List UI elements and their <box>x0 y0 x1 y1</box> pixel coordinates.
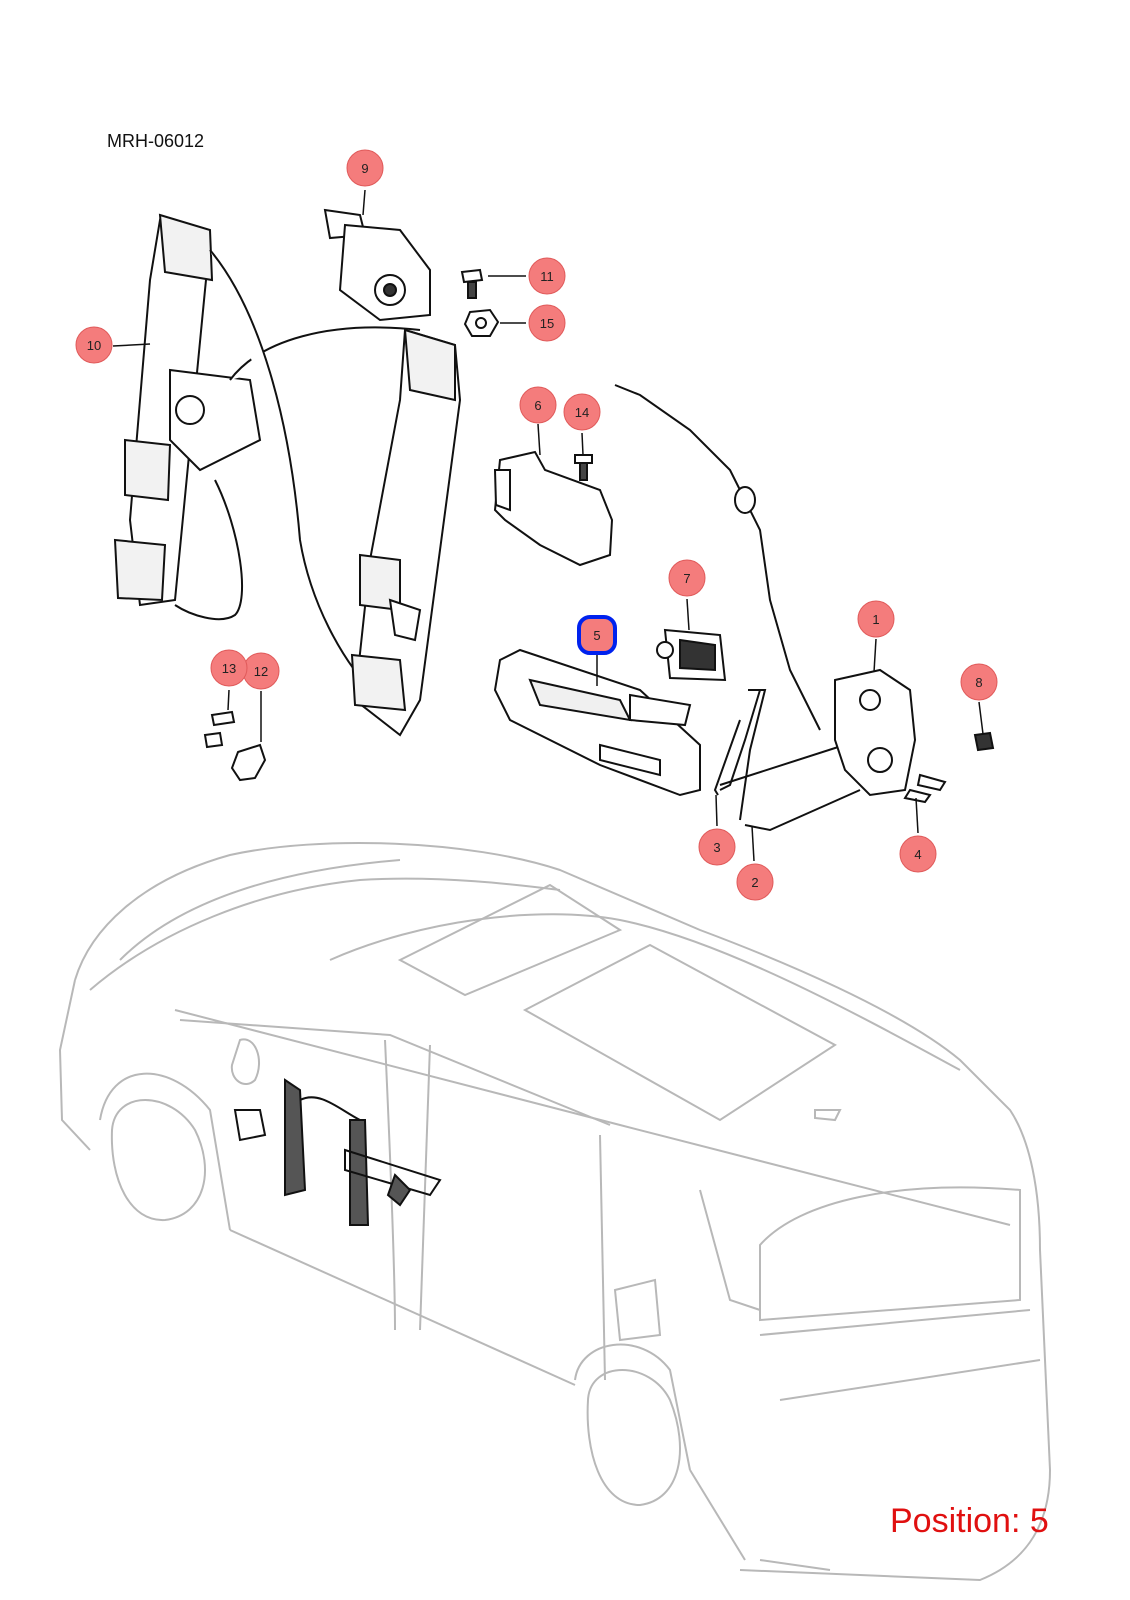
callout-bubble[interactable] <box>519 386 557 424</box>
position-label: Position: 5 <box>890 1502 1049 1540</box>
callout-number: 3 <box>713 840 720 855</box>
callout-number: 8 <box>975 675 982 690</box>
screw-14 <box>574 454 593 481</box>
callout-bubble[interactable] <box>899 835 937 873</box>
callout-number: 7 <box>683 571 690 586</box>
callout-7[interactable]: 7 <box>668 559 706 597</box>
door-handle-5 <box>493 648 701 797</box>
callout-5[interactable]: 5 <box>577 615 617 655</box>
callout-8[interactable]: 8 <box>960 663 998 701</box>
callout-number: 9 <box>361 161 368 176</box>
callout-10[interactable]: 10 <box>75 326 113 364</box>
callout-number: 2 <box>751 875 758 890</box>
callout-number: 11 <box>540 269 554 284</box>
callout-number: 4 <box>914 847 921 862</box>
callout-15[interactable]: 15 <box>528 304 566 342</box>
callout-11[interactable]: 11 <box>528 257 566 295</box>
bolt-11 <box>460 268 484 299</box>
callout-12[interactable]: 12 <box>242 652 280 690</box>
callout-number: 6 <box>534 398 541 413</box>
callout-bubble[interactable] <box>528 304 566 342</box>
callout-bubble[interactable] <box>210 649 248 687</box>
callout-bubble[interactable] <box>577 615 617 655</box>
callout-4[interactable]: 4 <box>899 835 937 873</box>
callout-9[interactable]: 9 <box>346 149 384 187</box>
callout-bubble[interactable] <box>563 393 601 431</box>
fasteners-12-13 <box>203 710 267 782</box>
callout-2[interactable]: 2 <box>736 863 774 901</box>
callout-6[interactable]: 6 <box>519 386 557 424</box>
callout-bubble[interactable] <box>698 828 736 866</box>
callout-number: 12 <box>254 664 268 679</box>
van-outline <box>58 842 1052 1582</box>
cap-8 <box>973 731 995 752</box>
callout-bubble[interactable] <box>960 663 998 701</box>
callout-bubble[interactable] <box>528 257 566 295</box>
callout-14[interactable]: 14 <box>563 393 601 431</box>
callout-3[interactable]: 3 <box>698 828 736 866</box>
nut-15 <box>463 308 500 337</box>
switch-7 <box>656 628 727 682</box>
callout-bubble[interactable] <box>668 559 706 597</box>
callout-bubble[interactable] <box>75 326 113 364</box>
window-regulator-right <box>350 328 462 737</box>
callout-number: 13 <box>222 661 236 676</box>
callout-bubble[interactable] <box>736 863 774 901</box>
door-inset-parts <box>233 1078 442 1226</box>
bracket-6 <box>493 450 614 567</box>
callout-number: 14 <box>575 405 589 420</box>
callout-number: 10 <box>87 338 101 353</box>
diagram-code: MRH-06012 <box>107 131 205 151</box>
callout-13[interactable]: 13 <box>210 649 248 687</box>
callout-bubble[interactable] <box>857 600 895 638</box>
callout-leaders <box>112 189 984 862</box>
callout-1[interactable]: 1 <box>857 600 895 638</box>
callout-number: 1 <box>872 612 879 627</box>
door-latch-1 <box>834 668 947 804</box>
callout-number: 5 <box>593 628 600 643</box>
callout-bubble[interactable] <box>346 149 384 187</box>
callout-number: 15 <box>540 316 554 331</box>
window-regulator-left <box>113 213 421 701</box>
window-motor <box>323 208 431 322</box>
